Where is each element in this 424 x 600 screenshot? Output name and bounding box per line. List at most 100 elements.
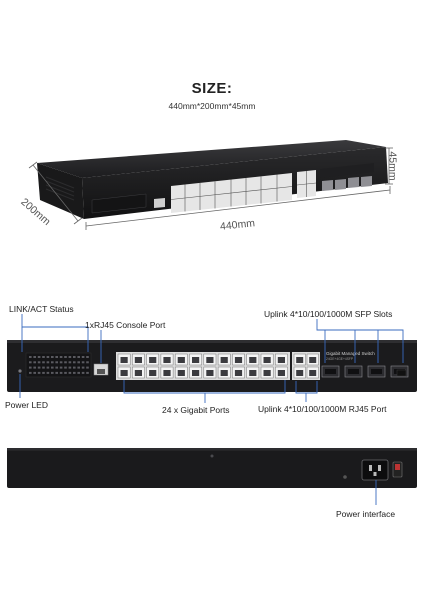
led-dot (51, 366, 54, 369)
switch-top-face (37, 140, 386, 178)
led-dot (68, 361, 72, 364)
led-dot (55, 366, 58, 369)
console-port-3d (154, 198, 165, 208)
led-dot (81, 371, 85, 374)
rj45-port-socket (263, 370, 271, 376)
uplink-port-socket (296, 357, 304, 363)
power-inlet (361, 459, 389, 481)
size-title: SIZE: (191, 80, 233, 97)
led-dot (37, 366, 41, 369)
led-dot (46, 371, 50, 374)
rj45-port-socket (177, 370, 185, 376)
led-dot (77, 361, 80, 364)
led-dot (64, 361, 67, 364)
led-dot (59, 366, 63, 369)
rj45-port-socket (220, 357, 228, 363)
power-led-callout: Power LED (5, 400, 48, 410)
rj45-port-socket (192, 357, 200, 363)
rj45-port-socket (134, 370, 142, 376)
led-dot (55, 361, 58, 364)
link-act-callout: LINK/ACT Status (9, 304, 74, 314)
led-dot (46, 361, 50, 364)
led-dot (42, 366, 45, 369)
led-dot (68, 356, 72, 358)
led-dot (42, 356, 45, 358)
rear-panel-body (7, 448, 417, 488)
led-dot (86, 356, 89, 358)
led-dot (33, 366, 36, 369)
rj45-port-socket (277, 357, 285, 363)
led-dot (42, 371, 45, 374)
led-dot (77, 371, 80, 374)
grounding-screw (343, 475, 347, 479)
rj45-port-socket (149, 370, 157, 376)
screw (210, 454, 214, 458)
led-dot (73, 371, 76, 374)
led-dot (42, 361, 45, 364)
led-dot (33, 361, 36, 364)
rj45-port-socket (192, 370, 200, 376)
sfp-slot-opening (325, 369, 336, 374)
rj45-port-socket (120, 357, 128, 363)
console-callout: 1xRJ45 Console Port (85, 320, 166, 330)
led-dot (81, 361, 85, 364)
led-dot (59, 356, 63, 358)
switch-3d-view (37, 140, 388, 219)
gigabit-port-block (116, 352, 290, 380)
led-dot (77, 356, 80, 358)
height-label: 45mm (386, 151, 399, 181)
led-dot (46, 366, 50, 369)
sfp-slot-opening (371, 369, 382, 374)
led-status-grid (25, 352, 92, 378)
led-dot (59, 371, 63, 374)
led-dot (73, 356, 76, 358)
rear-panel (7, 448, 417, 488)
rj45-port-socket (206, 370, 214, 376)
dimension-lines (28, 147, 393, 230)
uplink-port-socket (309, 370, 317, 376)
led-dots (29, 356, 89, 374)
rj45-port-socket (206, 357, 214, 363)
uplink-port-socket (309, 357, 317, 363)
led-dot (68, 366, 72, 369)
led-dot (37, 361, 41, 364)
led-dot (86, 371, 89, 374)
led-dot (86, 361, 89, 364)
front-panel: Gigabit Managed Switch 24GE+4GE+4SFP (7, 340, 417, 392)
rj45-port-socket (149, 357, 157, 363)
led-dot (33, 371, 36, 374)
led-dot (73, 366, 76, 369)
rj45-callout: Uplink 4*10/100/1000M RJ45 Port (258, 404, 387, 414)
rj45-port-socket (163, 357, 171, 363)
led-dot (29, 371, 32, 374)
rj45-port-socket (249, 357, 257, 363)
model-label-3d (320, 163, 374, 178)
power-interface-callout: Power interface (336, 509, 396, 519)
led-dot (46, 356, 50, 358)
led-dot (37, 371, 41, 374)
led-dot (64, 356, 67, 358)
sfp-callout: Uplink 4*10/100/1000M SFP Slots (264, 309, 393, 319)
uplink-rj45-block (292, 352, 320, 380)
uplink-port-socket (296, 370, 304, 376)
power-led (18, 369, 22, 373)
rj45-port-socket (234, 357, 243, 363)
rj45-port-socket (120, 370, 128, 376)
led-dot (51, 361, 54, 364)
led-dot (81, 366, 85, 369)
led-dot (37, 356, 41, 358)
led-dot (64, 366, 67, 369)
callout-lines (19, 314, 404, 403)
size-dimensions: 440mm*200mm*45mm (168, 101, 256, 111)
rj45-port-socket (249, 370, 257, 376)
rj45-port-socket (263, 357, 271, 363)
led-dot (81, 356, 85, 358)
led-dot (73, 361, 76, 364)
rj45-port-socket (234, 370, 243, 376)
sfp-slot-opening (348, 369, 359, 374)
led-dot (29, 356, 32, 358)
led-dot (29, 366, 32, 369)
led-area-3d (91, 193, 147, 214)
model-sublabel: 24GE+4GE+4SFP (326, 357, 354, 361)
